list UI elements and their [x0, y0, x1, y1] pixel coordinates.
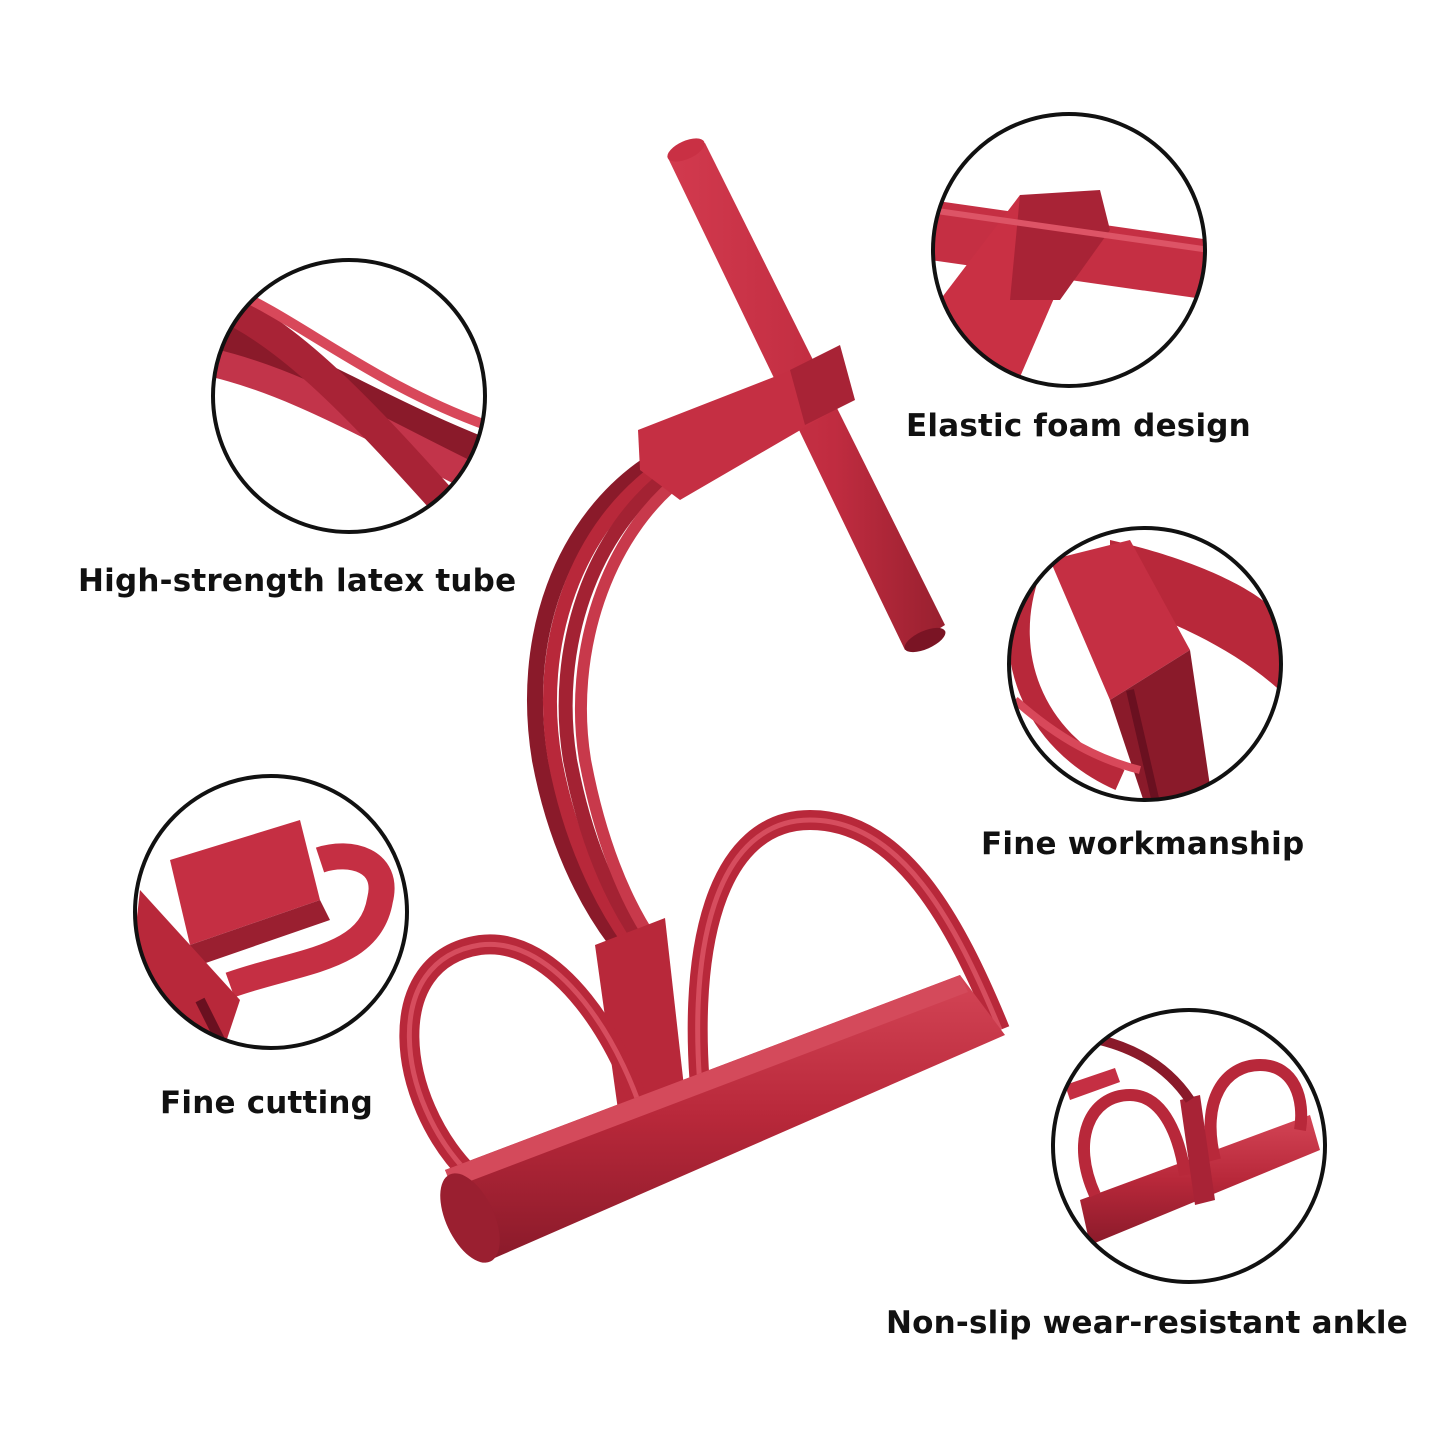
- detail-circle-cutting: [133, 774, 409, 1050]
- cutting-label: Fine cutting: [160, 1085, 374, 1121]
- detail-circle-ankle: [1051, 1008, 1327, 1284]
- main-product: [399, 138, 1010, 1263]
- foot-bar: [440, 975, 1005, 1263]
- latex-tube-label: High-strength latex tube: [78, 563, 517, 599]
- detail-circle-tube: [211, 258, 487, 534]
- latex-tubes: [526, 452, 691, 948]
- workmanship-label: Fine workmanship: [981, 826, 1305, 862]
- ankle-label: Non-slip wear-resistant ankle: [886, 1305, 1408, 1341]
- detail-circle-foam: [931, 112, 1207, 388]
- foam-design-label: Elastic foam design: [906, 408, 1251, 444]
- detail-circle-workmanship: [1007, 526, 1283, 802]
